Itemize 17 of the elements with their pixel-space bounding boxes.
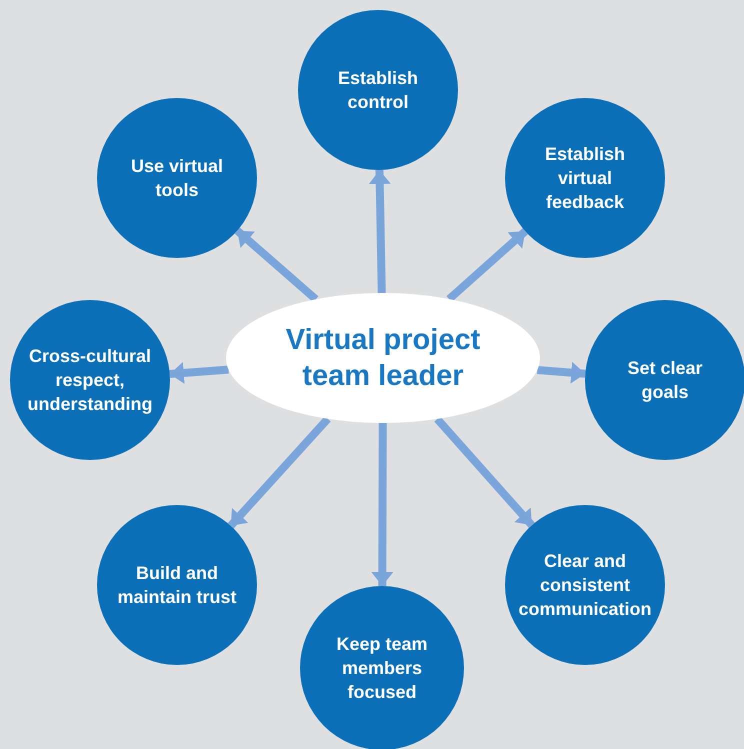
arrow — [234, 228, 318, 302]
arrow — [228, 416, 331, 528]
arrow — [169, 362, 229, 384]
topic-text: Establish control — [336, 67, 420, 114]
topic-text: Cross-cultural respect, understanding — [26, 345, 154, 416]
topic-text: Establish virtual feedback — [544, 143, 626, 214]
arrow — [371, 422, 394, 586]
title-text: Virtual project team leader — [284, 323, 482, 394]
topic-text: Use virtual tools — [130, 155, 224, 202]
topic-text: Build and maintain trust — [116, 562, 238, 609]
arrow — [368, 170, 391, 294]
topic-text: Set clear goals — [626, 357, 704, 404]
arrow — [446, 228, 528, 302]
arrow — [536, 362, 586, 384]
arrow — [434, 416, 535, 528]
topic-text: Keep team members focused — [335, 633, 429, 704]
topic-text: Clear and consistent communication — [518, 550, 653, 621]
